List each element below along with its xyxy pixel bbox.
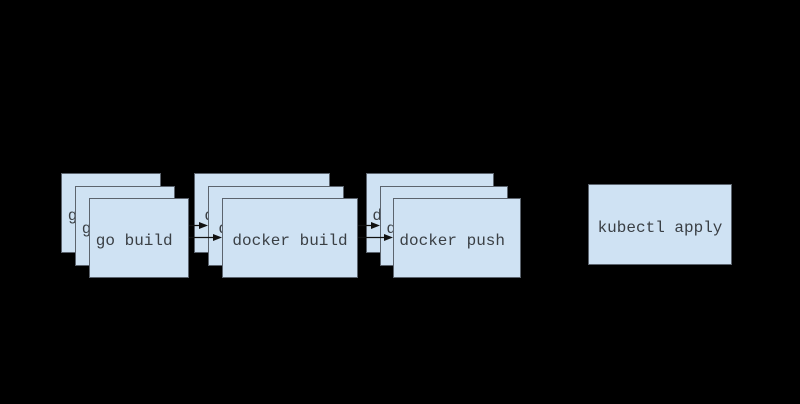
stage-label-docker-push-front: docker push — [399, 232, 515, 250]
stage-label-go-build-front: go build — [95, 232, 183, 250]
stage-box-go-build-front: go build — [89, 198, 189, 278]
stage-box-docker-build-front: docker build — [222, 198, 358, 278]
stage-box-docker-push-front: docker push — [393, 198, 521, 278]
stage-box-kubectl-apply-front: kubectl apply — [588, 184, 732, 265]
stage-label-docker-build-front: docker build — [232, 232, 348, 250]
stage-label-kubectl-apply-front: kubectl apply — [597, 218, 723, 237]
